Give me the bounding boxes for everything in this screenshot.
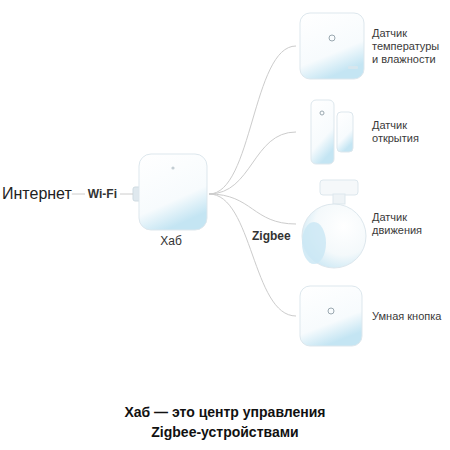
button-logo [328,308,334,314]
motion-sensor [302,180,366,268]
edge-label: Wi-Fi [85,187,120,202]
sensor-box: Датчик открытия [296,98,446,166]
node-label: Умная кнопка [372,310,446,323]
node-label: Датчик температуры и влажности [372,27,446,66]
node-label: Интернет [2,184,72,204]
temperature-sensor [300,13,364,79]
diagram-caption: Хаб — это центр управления Zigbee-устрой… [100,402,350,442]
sensor-body [300,13,364,79]
sensor-body [311,100,334,164]
connector-line [209,46,296,194]
smart-button [300,286,362,346]
button-body [300,286,362,346]
hub-led [171,166,174,169]
sensor-magnet [337,112,353,152]
sensor-neck [333,194,345,204]
sensor-box: Датчик температуры и влажности [296,12,446,80]
sensor-sphere [302,204,366,268]
sensor-lens [302,222,326,264]
network-source: Интернет [2,184,72,204]
sensor-vent [348,66,358,69]
node-label: Датчик открытия [372,119,446,145]
hub-device [133,154,207,230]
hub-device-box: Хаб [133,152,209,249]
sensor-mount [320,180,358,195]
hub-body [139,154,207,230]
sensor-box: Датчик движения [296,178,446,270]
sensor-logo [320,111,324,115]
button-box: Умная кнопка [296,284,446,348]
node-label: Датчик движения [372,211,446,237]
sensor-logo [329,35,335,41]
node-label: Хаб [160,234,182,249]
connector-line [209,194,296,316]
network-label: Zigbee [250,229,293,244]
connector-line [209,132,296,194]
door-sensor [311,100,353,164]
